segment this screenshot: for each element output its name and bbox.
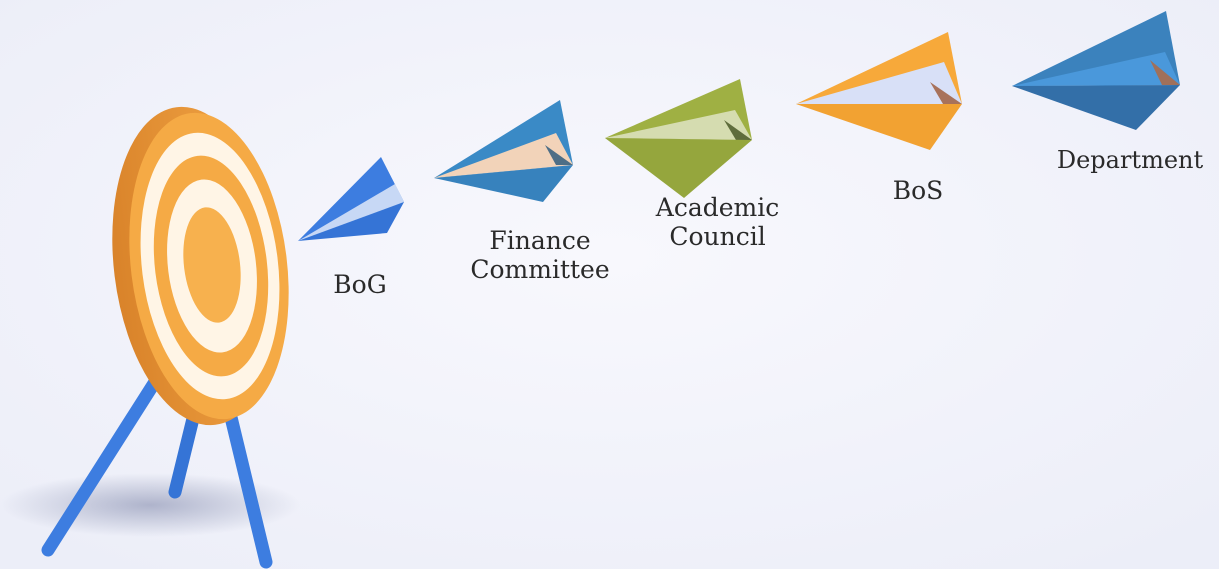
plane-bog-icon (298, 157, 404, 241)
label-academic-council-line-1: Academic (655, 193, 780, 222)
plane-department-icon (1012, 11, 1180, 130)
label-finance-committee-line-1: Finance (489, 226, 591, 255)
plane-finance-committee-icon (434, 100, 573, 202)
label-finance-committee-line-2: Committee (470, 255, 610, 284)
plane-academic-council-icon (605, 79, 752, 198)
label-department-line-1: Department (1056, 146, 1204, 174)
target-board (112, 106, 289, 426)
target-shadow (0, 473, 300, 537)
label-bos-line-1: BoS (892, 176, 944, 205)
label-academic-council: Academic Council (630, 193, 805, 251)
bullseye (183, 207, 241, 323)
plane-bos-icon (796, 32, 962, 150)
label-finance-committee: Finance Committee (440, 226, 640, 284)
label-academic-council-line-2: Council (669, 222, 766, 251)
label-bog: BoG (310, 270, 410, 299)
label-bos: BoS (868, 176, 968, 205)
label-bog-line-1: BoG (333, 270, 387, 299)
target-icon (0, 106, 300, 569)
label-department: Department (1045, 146, 1215, 175)
